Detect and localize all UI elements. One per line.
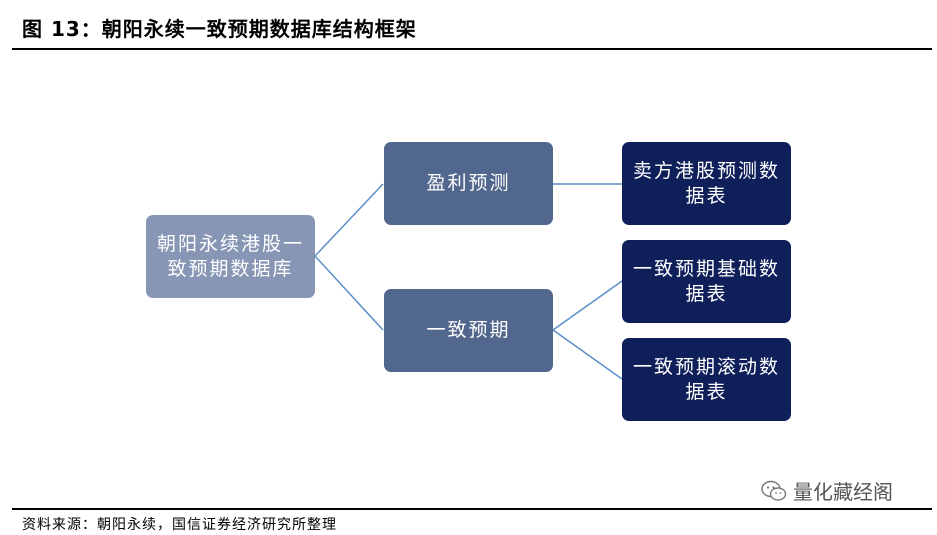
consensus-rolling-table-node: 一致预期滚动数据表: [622, 338, 791, 421]
bottom-rule: [12, 508, 932, 510]
root-node: 朝阳永续港股一致预期数据库: [146, 215, 315, 298]
figure-title: 图 13：朝阳永续一致预期数据库结构框架: [22, 17, 417, 41]
connector-consensus-basic: [552, 280, 623, 331]
wechat-icon: [761, 480, 787, 501]
top-rule: [12, 48, 932, 50]
consensus-node: 一致预期: [384, 289, 553, 372]
profit-forecast-node: 盈利预测: [384, 142, 553, 225]
watermark: 量化藏经阁: [761, 476, 893, 505]
watermark-text: 量化藏经阁: [793, 480, 893, 504]
source-note: 资料来源：朝阳永续，国信证券经济研究所整理: [22, 517, 337, 533]
consensus-basic-table-node: 一致预期基础数据表: [622, 240, 791, 323]
connector-root-consensus: [314, 255, 384, 331]
connector-consensus-rolling: [552, 329, 623, 380]
broker-hk-forecast-table-node: 卖方港股预测数据表: [622, 142, 791, 225]
connector-root-profit: [314, 183, 384, 257]
